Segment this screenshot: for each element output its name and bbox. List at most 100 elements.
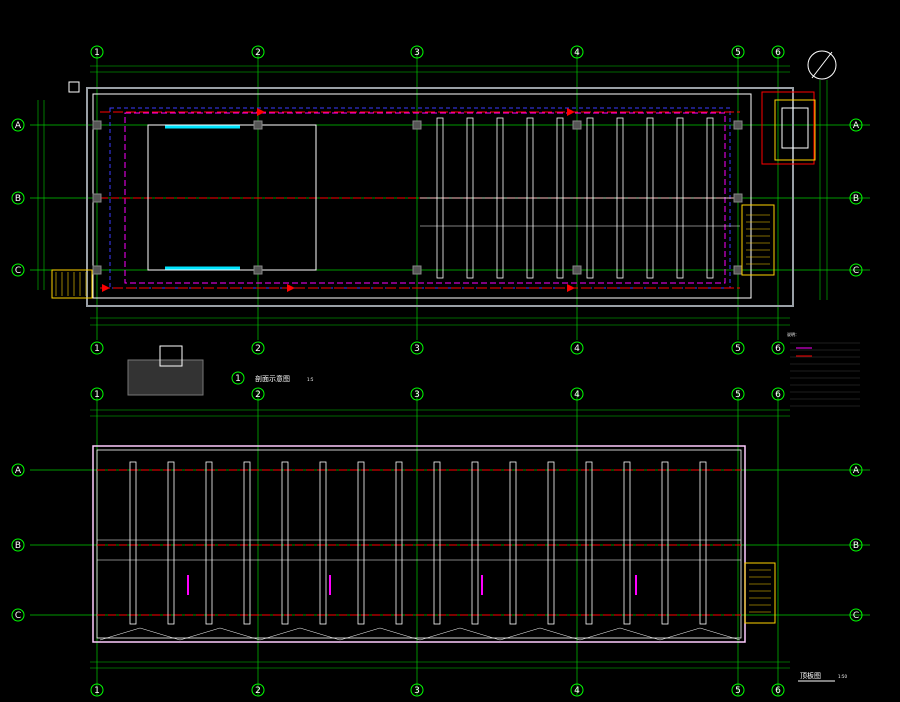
axis-bubble-label: 4 <box>574 686 580 696</box>
axis-bubble <box>771 387 785 401</box>
axis-bubble <box>11 608 25 622</box>
axis-bubble <box>410 387 424 401</box>
roof-partition <box>281 461 289 625</box>
column-post <box>572 265 582 275</box>
axis-bubble-label: 1 <box>94 344 100 354</box>
slope-line <box>659 627 701 641</box>
equipment-box-outer <box>761 91 815 165</box>
stair-upper <box>741 204 775 276</box>
roof-partition <box>699 461 707 625</box>
axis-bubble <box>570 45 584 59</box>
axis-bubble <box>410 45 424 59</box>
slope-line <box>699 627 741 641</box>
axis-bubble-label: 5 <box>735 686 741 696</box>
axis-bubble-label: 1 <box>235 374 241 384</box>
axis-bubble <box>731 683 745 697</box>
column-post <box>572 120 582 130</box>
roof-partition <box>433 461 441 625</box>
column-post <box>733 265 743 275</box>
axis-bubble <box>849 191 863 205</box>
slope-line <box>99 627 141 641</box>
stair-lower <box>744 562 776 624</box>
column-post <box>92 193 102 203</box>
slope-line <box>459 627 501 641</box>
column-post <box>733 193 743 203</box>
slope-line <box>139 627 181 641</box>
axis-bubble <box>90 341 104 355</box>
axis-bubble <box>771 683 785 697</box>
flow-arrow <box>567 284 575 292</box>
axis-bubble-label: 1 <box>94 48 100 58</box>
slope-line <box>299 627 341 641</box>
slope-line <box>619 627 661 641</box>
slope-line <box>579 627 621 641</box>
axis-bubble-label: 5 <box>735 344 741 354</box>
axis-bubble-label: 5 <box>735 390 741 400</box>
axis-bubble <box>849 118 863 132</box>
roof-partition <box>129 461 137 625</box>
axis-bubble-label: C <box>853 611 859 621</box>
axis-bubble <box>570 341 584 355</box>
section-scale: 1:5 <box>307 377 314 382</box>
axis-bubble <box>731 387 745 401</box>
axis-bubble-label: 2 <box>255 390 261 400</box>
slope-line <box>379 627 421 641</box>
axis-bubble-label: B <box>15 541 21 551</box>
roof-partition <box>243 461 251 625</box>
axis-bubble <box>570 683 584 697</box>
roof-partition <box>509 461 517 625</box>
roof-partition <box>623 461 631 625</box>
slope-line <box>339 627 381 641</box>
axis-bubble <box>231 371 245 385</box>
slope-line <box>179 627 221 641</box>
section-curb <box>159 345 183 367</box>
axis-bubble-label: 4 <box>574 48 580 58</box>
axis-bubble-label: 2 <box>255 344 261 354</box>
column-post <box>733 120 743 130</box>
axis-bubble <box>849 538 863 552</box>
axis-bubble <box>90 45 104 59</box>
slope-line <box>259 627 301 641</box>
axis-bubble <box>251 341 265 355</box>
axis-bubble-label: 2 <box>255 48 261 58</box>
section-hatch <box>127 359 204 396</box>
flow-arrow <box>102 284 110 292</box>
axis-bubble-label: B <box>15 194 21 204</box>
slope-line <box>419 627 461 641</box>
roof-partition <box>585 461 593 625</box>
axis-bubble-label: 5 <box>735 48 741 58</box>
axis-bubble-label: 4 <box>574 344 580 354</box>
axis-bubble <box>849 263 863 277</box>
section-title: 剖面示意图 <box>255 374 290 383</box>
axis-bubble-label: 6 <box>775 48 781 58</box>
axis-bubble-label: C <box>15 266 21 276</box>
entry-steps <box>51 269 93 299</box>
outer-wall <box>86 87 794 307</box>
roof-partition <box>357 461 365 625</box>
axis-bubble <box>251 45 265 59</box>
axis-bubble <box>251 683 265 697</box>
column-post <box>253 120 263 130</box>
roof-partition <box>395 461 403 625</box>
axis-bubble-label: A <box>15 121 22 131</box>
roof-partition <box>319 461 327 625</box>
roof-partition <box>547 461 555 625</box>
axis-bubble <box>849 608 863 622</box>
slope-line <box>219 627 261 641</box>
column-post <box>412 120 422 130</box>
column-post <box>253 265 263 275</box>
axis-bubble-label: 3 <box>414 48 420 58</box>
axis-bubble-label: 3 <box>414 686 420 696</box>
axis-bubble <box>90 683 104 697</box>
axis-bubble-label: B <box>853 541 859 551</box>
axis-bubble-label: 6 <box>775 344 781 354</box>
axis-bubble <box>731 341 745 355</box>
column-post <box>92 120 102 130</box>
axis-bubble-label: A <box>15 466 22 476</box>
column-post <box>92 265 102 275</box>
roof-partition <box>167 461 175 625</box>
axis-bubble <box>849 463 863 477</box>
axis-bubble-label: 2 <box>255 686 261 696</box>
